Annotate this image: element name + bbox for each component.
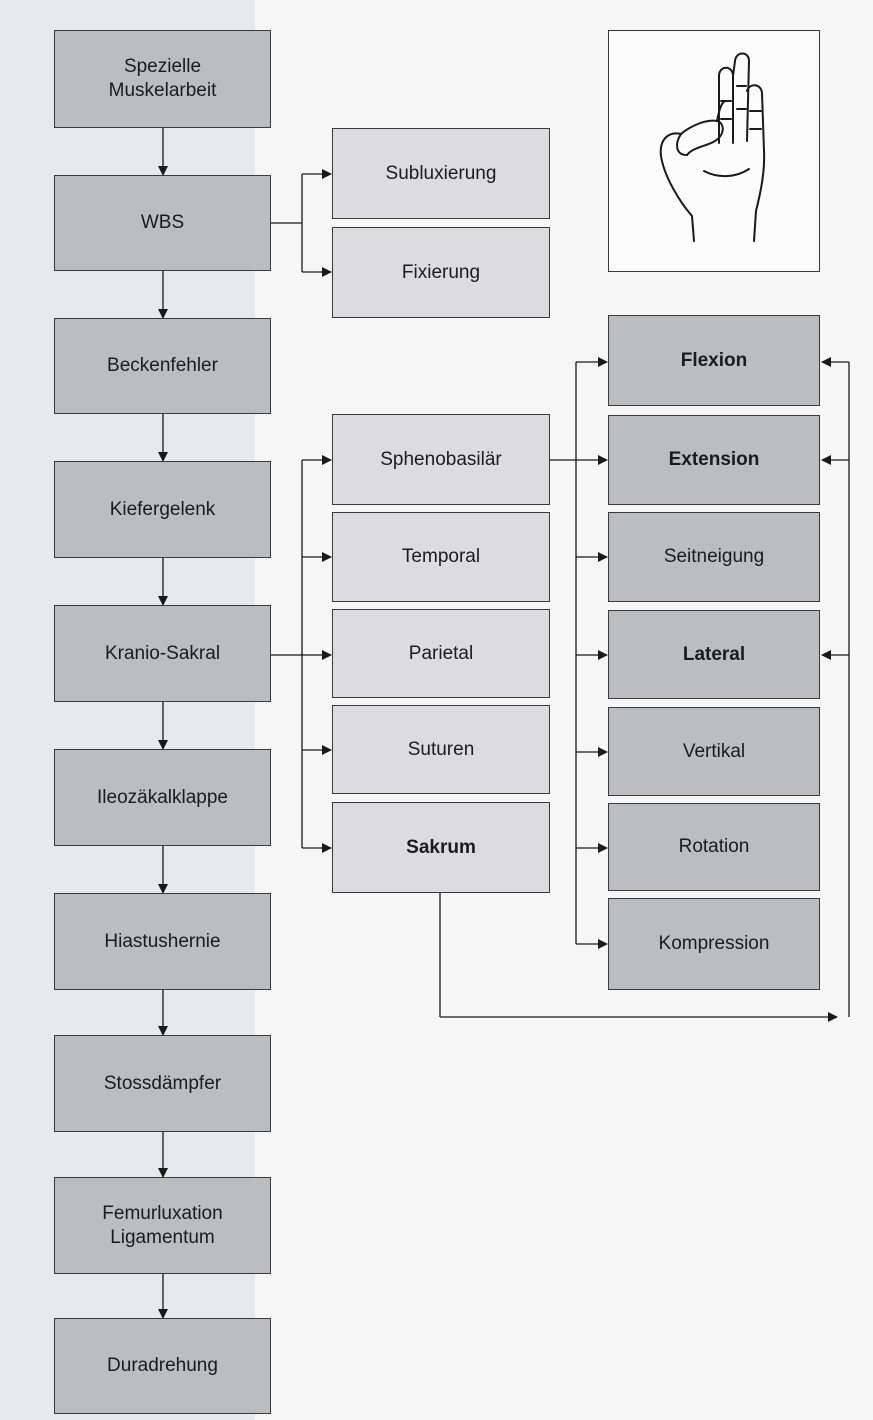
- node-sphenobasilaer: Sphenobasilär: [332, 414, 550, 505]
- node-wbs: WBS: [54, 175, 271, 271]
- node-parietal: Parietal: [332, 609, 550, 698]
- node-hiastushernie: Hiastushernie: [54, 893, 271, 990]
- node-spezielle-muskelarbeit: Spezielle Muskelarbeit: [54, 30, 271, 128]
- node-kranio-sakral: Kranio-Sakral: [54, 605, 271, 702]
- node-suturen: Suturen: [332, 705, 550, 794]
- node-temporal: Temporal: [332, 512, 550, 602]
- node-kiefergelenk: Kiefergelenk: [54, 461, 271, 558]
- node-flexion: Flexion: [608, 315, 820, 406]
- node-rotation: Rotation: [608, 803, 820, 891]
- node-duradrehung: Duradrehung: [54, 1318, 271, 1414]
- node-lateral: Lateral: [608, 610, 820, 699]
- node-extension: Extension: [608, 415, 820, 505]
- hand-gesture-icon: [659, 52, 766, 242]
- node-ileozaekalklappe: Ileozäkalklappe: [54, 749, 271, 846]
- node-beckenfehler: Beckenfehler: [54, 318, 271, 414]
- node-seitneigung: Seitneigung: [608, 512, 820, 602]
- node-sakrum: Sakrum: [332, 802, 550, 893]
- node-kompression: Kompression: [608, 898, 820, 990]
- node-subluxierung: Subluxierung: [332, 128, 550, 219]
- node-vertikal: Vertikal: [608, 707, 820, 796]
- node-femurluxation-ligamentum: Femurluxation Ligamentum: [54, 1177, 271, 1274]
- node-stossdaempfer: Stossdämpfer: [54, 1035, 271, 1132]
- hand-illustration-frame: [608, 30, 820, 272]
- node-fixierung: Fixierung: [332, 227, 550, 318]
